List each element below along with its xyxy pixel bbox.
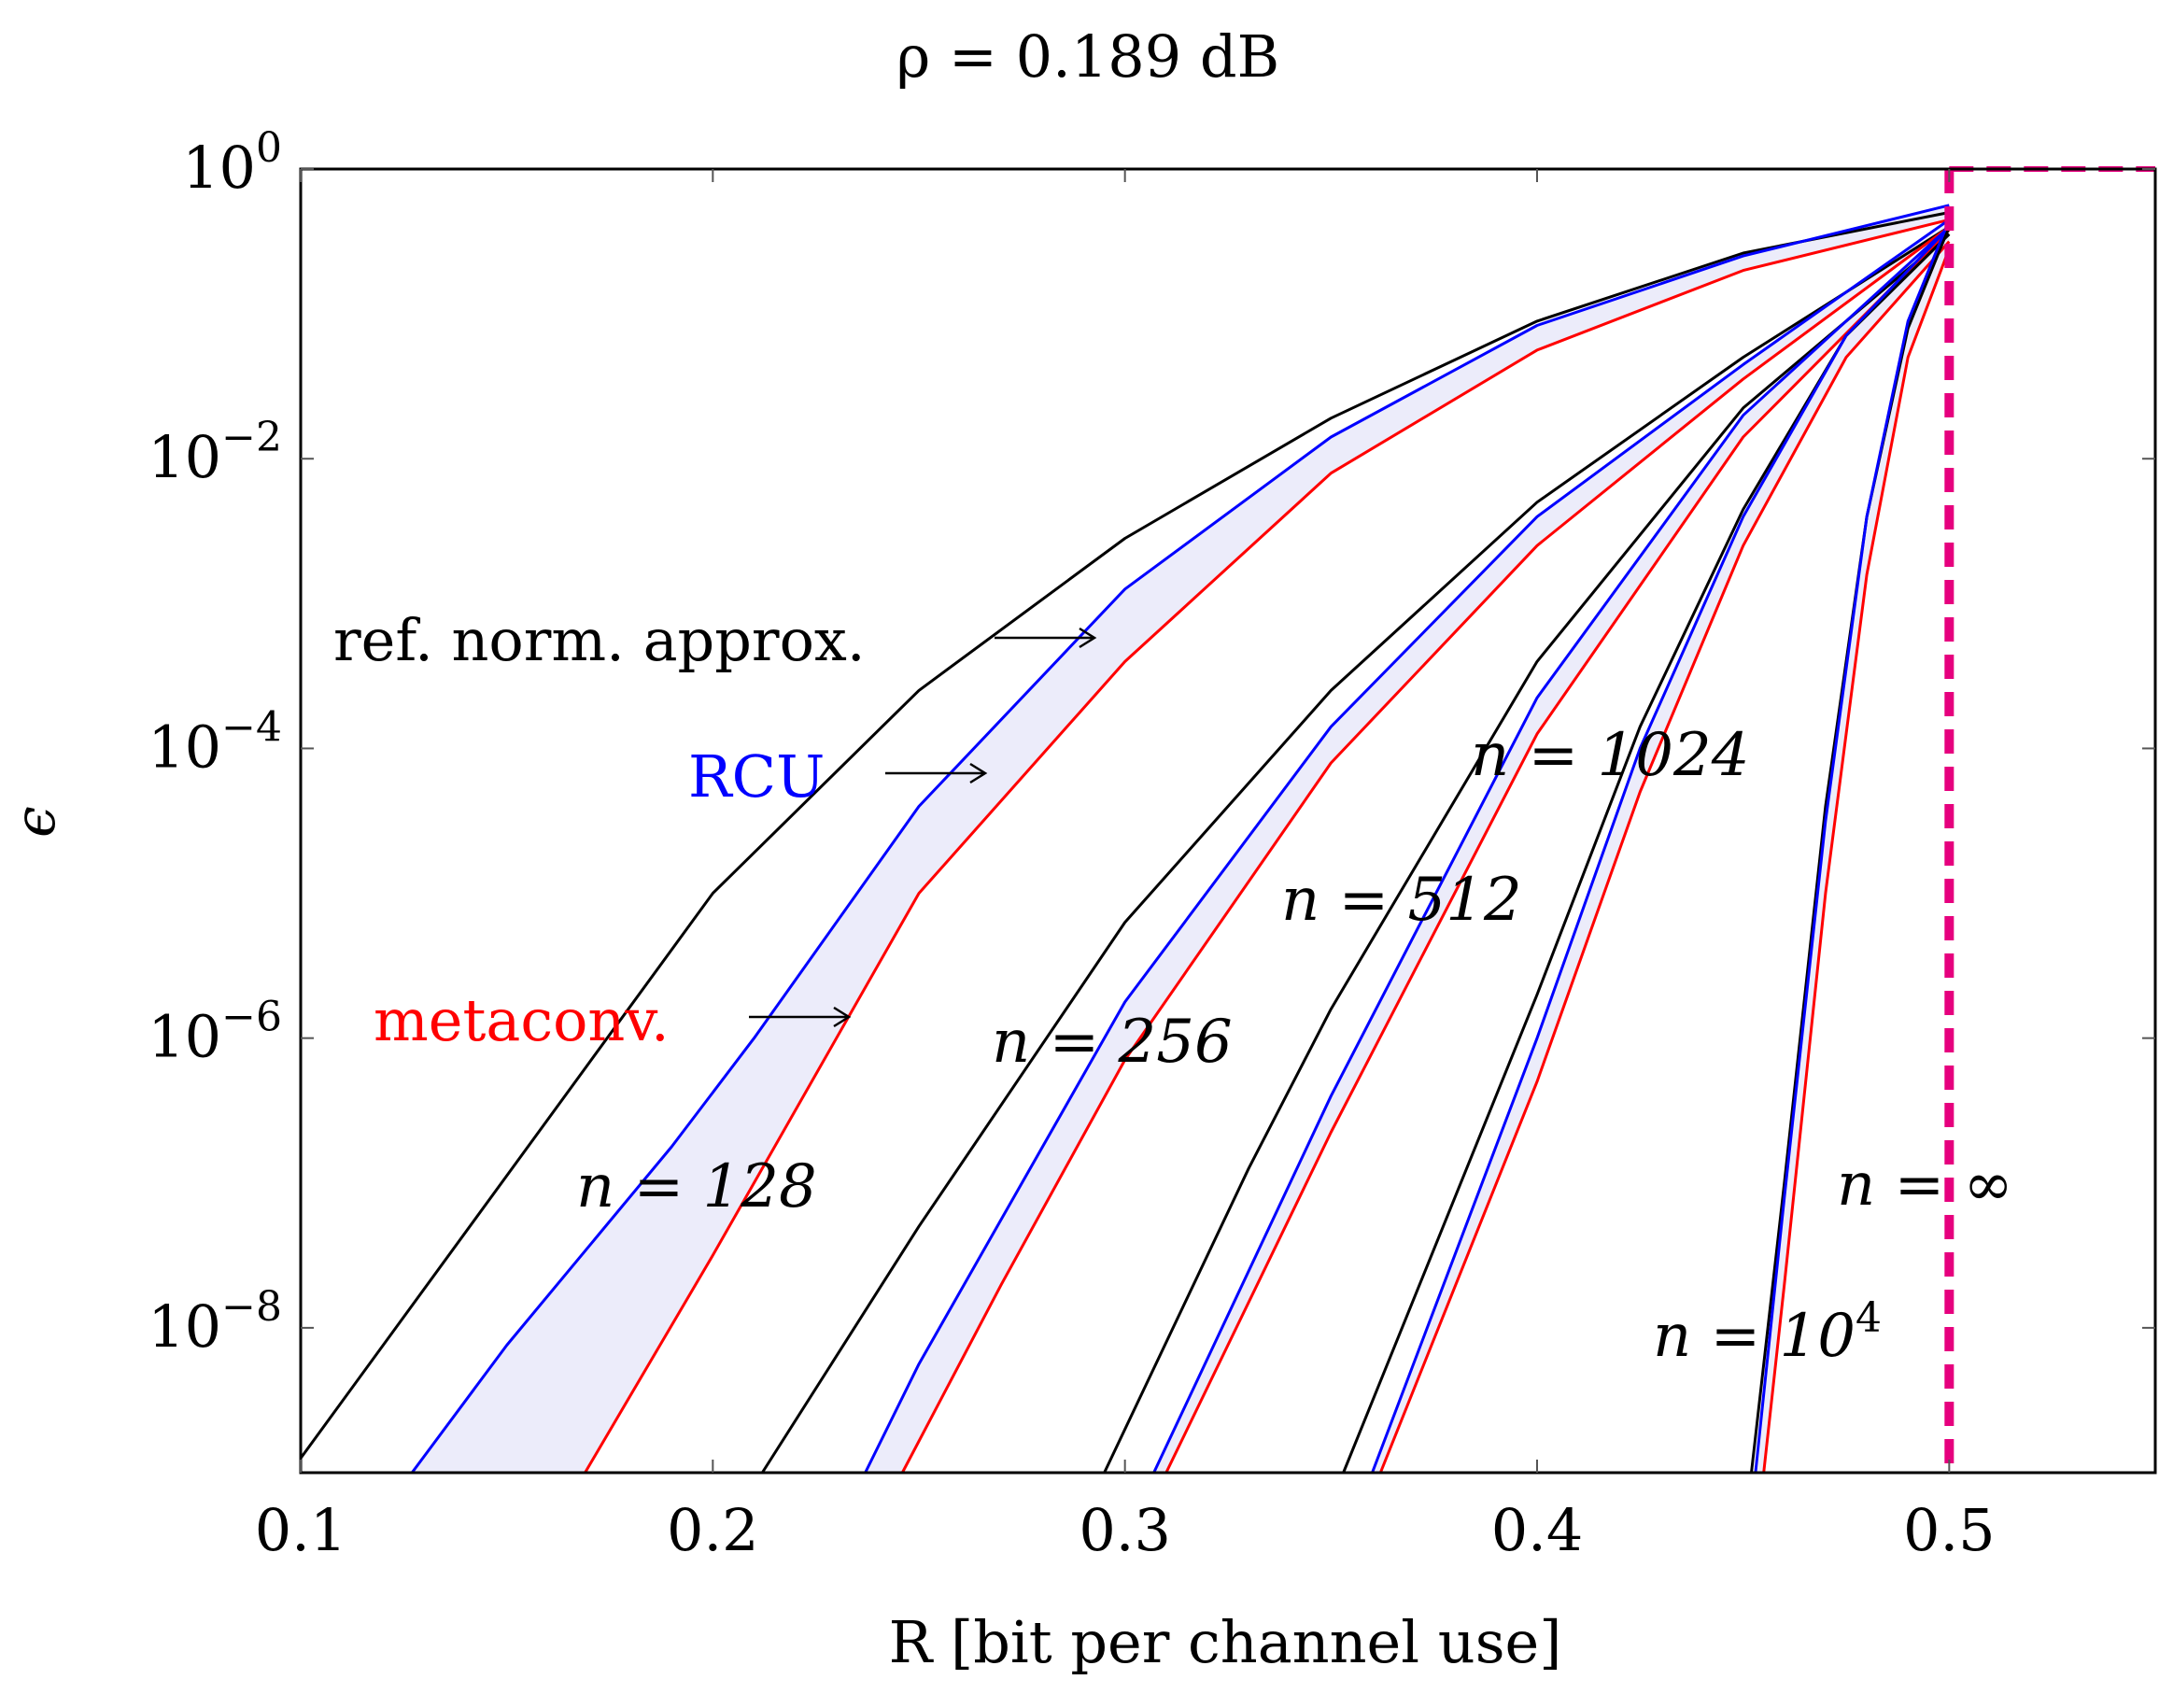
fill-region-4 [1755,219,1950,1473]
arrow-metaconv [749,1006,852,1028]
series-metaconv-n3 [1378,240,1951,1474]
series-metaconv-n4 [1762,247,1951,1474]
series-rcu-n0 [410,204,1950,1474]
label-n-512: n = 512 [1281,866,1522,935]
label-n-infinity: n = ∞ [1837,1150,2013,1220]
annotation-ref-norm-approx: ref. norm. approx. [333,606,866,674]
arrow-ref [995,627,1097,649]
series-ref-n3 [1342,233,1951,1474]
x-tick-label: 0.2 [667,1496,759,1564]
capacity-limit [1944,166,2155,1473]
x-axis-label: R [bit per channel use] [889,1608,1562,1676]
label-n-1024: n = 1024 [1471,721,1749,790]
series-rcu-n3 [1371,225,1951,1474]
series-metaconv-n1 [900,225,1951,1474]
y-tick-label: 10−8 [148,1283,282,1361]
arrow-rcu [885,762,988,784]
series-metaconv-n2 [1164,229,1951,1474]
annotation-metaconv: metaconv. [374,986,670,1054]
series-rcu-n1 [864,219,1951,1474]
series-ref-n2 [1103,233,1951,1474]
x-tick-label: 0.3 [1079,1496,1171,1564]
label-n-10e4: n = 104 [1653,1294,1882,1371]
label-n-256: n = 256 [992,1008,1233,1077]
chart-title: ρ = 0.189 dB [896,22,1279,91]
series-ref-n0 [299,211,1950,1460]
series-rcu-n4 [1754,219,1951,1474]
annotation-rcu: RCU [688,742,825,811]
chart-curves [299,204,1951,1474]
label-n-128: n = 128 [576,1152,817,1221]
fill-region-0 [412,205,1950,1473]
y-axis-label: ϵ [3,806,68,838]
y-axis: 100 10−2 10−4 10−6 10−8 [148,124,2155,1361]
series-rcu-n2 [1152,225,1951,1474]
plot-frame [299,167,2157,1475]
x-tick-label: 0.4 [1491,1496,1584,1564]
y-tick-label: 10−6 [148,994,282,1071]
series-ref-n1 [761,225,1951,1474]
y-tick-label: 10−2 [148,414,282,491]
y-tick-label: 100 [182,124,282,202]
y-tick-label: 10−4 [148,703,282,781]
chart-fills [412,205,1950,1473]
series-metaconv-n0 [584,218,1950,1474]
x-tick-label: 0.5 [1903,1496,1996,1564]
x-tick-label: 0.1 [255,1496,347,1564]
x-axis: 0.1 0.2 0.3 0.4 0.5 [255,169,1996,1564]
